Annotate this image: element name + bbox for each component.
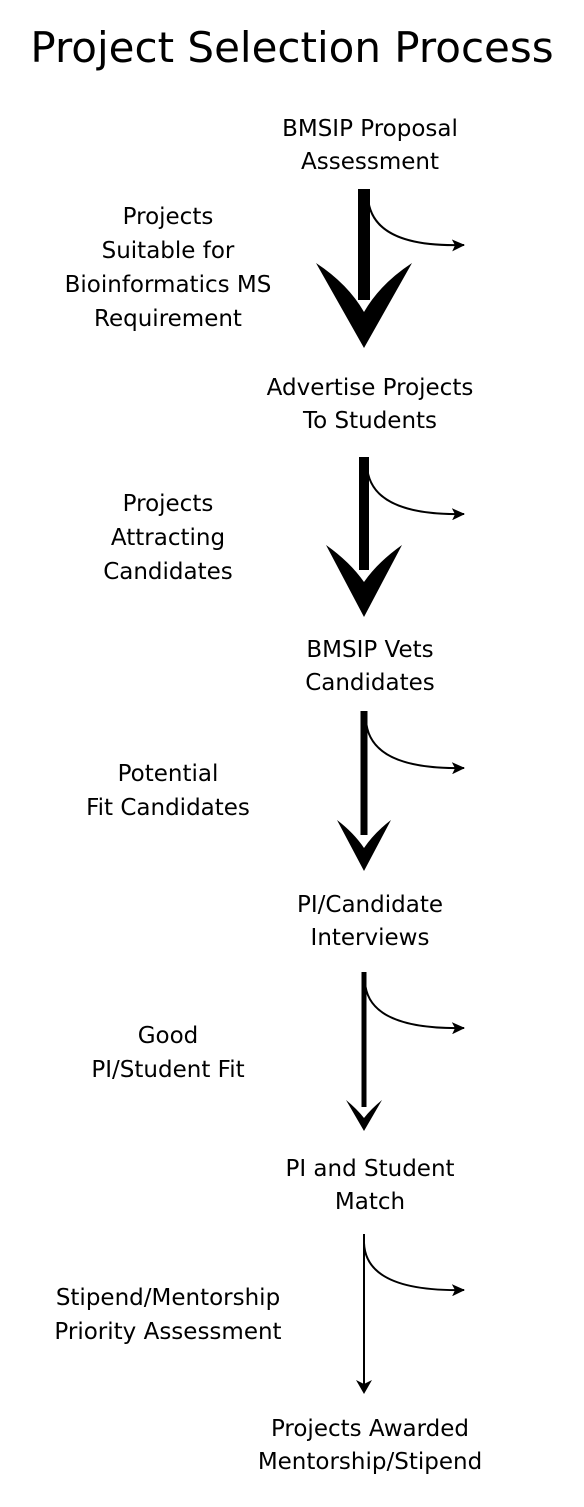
filter-1-line-3: Bioinformatics MS — [64, 272, 272, 298]
branch-arrow-3 — [365, 719, 465, 775]
stage-1-line-1: BMSIP Proposal — [282, 116, 458, 142]
filter-4-line-1: Good — [137, 1023, 199, 1049]
down-arrow-5 — [356, 1234, 372, 1394]
filter-1-label: Projects Suitable for Bioinformatics MS … — [28, 200, 308, 336]
stage-5-line-1: PI and Student — [285, 1156, 455, 1182]
filter-2-line-1: Projects — [122, 491, 214, 517]
stage-3-label: BMSIP Vets Candidates — [230, 634, 510, 700]
filter-2-label: Projects Attracting Candidates — [28, 487, 308, 589]
stage-6-line-2: Mentorship/Stipend — [257, 1449, 483, 1475]
filter-1-line-2: Suitable for — [101, 238, 235, 264]
down-arrow-2 — [326, 457, 402, 617]
down-arrow-1 — [316, 189, 412, 348]
stage-2-line-1: Advertise Projects — [266, 375, 474, 401]
filter-2-line-2: Attracting — [110, 525, 226, 551]
filter-4-line-2: PI/Student Fit — [91, 1057, 245, 1083]
filter-3-line-1: Potential — [117, 761, 219, 787]
stage-5-label: PI and Student Match — [230, 1153, 510, 1219]
branch-arrow-1 — [367, 197, 465, 252]
stage-6-label: Projects Awarded Mentorship/Stipend — [230, 1413, 510, 1479]
down-arrow-4 — [346, 972, 382, 1131]
filter-5-line-1: Stipend/Mentorship — [55, 1285, 281, 1311]
stage-4-label: PI/Candidate Interviews — [230, 889, 510, 955]
branch-arrow-4 — [364, 981, 465, 1035]
stage-6-line-1: Projects Awarded — [270, 1416, 470, 1442]
stage-3-line-1: BMSIP Vets — [306, 637, 434, 663]
stage-1-line-2: Assessment — [301, 149, 439, 175]
filter-5-line-2: Priority Assessment — [54, 1319, 282, 1345]
filter-4-label: Good PI/Student Fit — [28, 1019, 308, 1087]
stage-4-line-1: PI/Candidate — [297, 892, 443, 918]
branch-arrow-5 — [363, 1242, 465, 1297]
stage-2-line-2: To Students — [302, 408, 438, 434]
stage-4-line-2: Interviews — [310, 925, 430, 951]
down-arrow-3 — [337, 711, 391, 871]
stage-2-label: Advertise Projects To Students — [230, 372, 510, 438]
page-title: Project Selection Process — [30, 23, 554, 72]
branch-arrow-2 — [366, 465, 465, 521]
filter-5-label: Stipend/Mentorship Priority Assessment — [28, 1281, 308, 1349]
filter-3-label: Potential Fit Candidates — [28, 757, 308, 825]
stage-3-line-2: Candidates — [305, 670, 435, 696]
filter-1-line-1: Projects — [122, 204, 214, 230]
filter-3-line-2: Fit Candidates — [86, 795, 250, 821]
stage-5-line-2: Match — [334, 1189, 406, 1215]
filter-1-line-4: Requirement — [94, 306, 242, 332]
stage-1-label: BMSIP Proposal Assessment — [230, 113, 510, 179]
filter-2-line-3: Candidates — [103, 559, 233, 585]
